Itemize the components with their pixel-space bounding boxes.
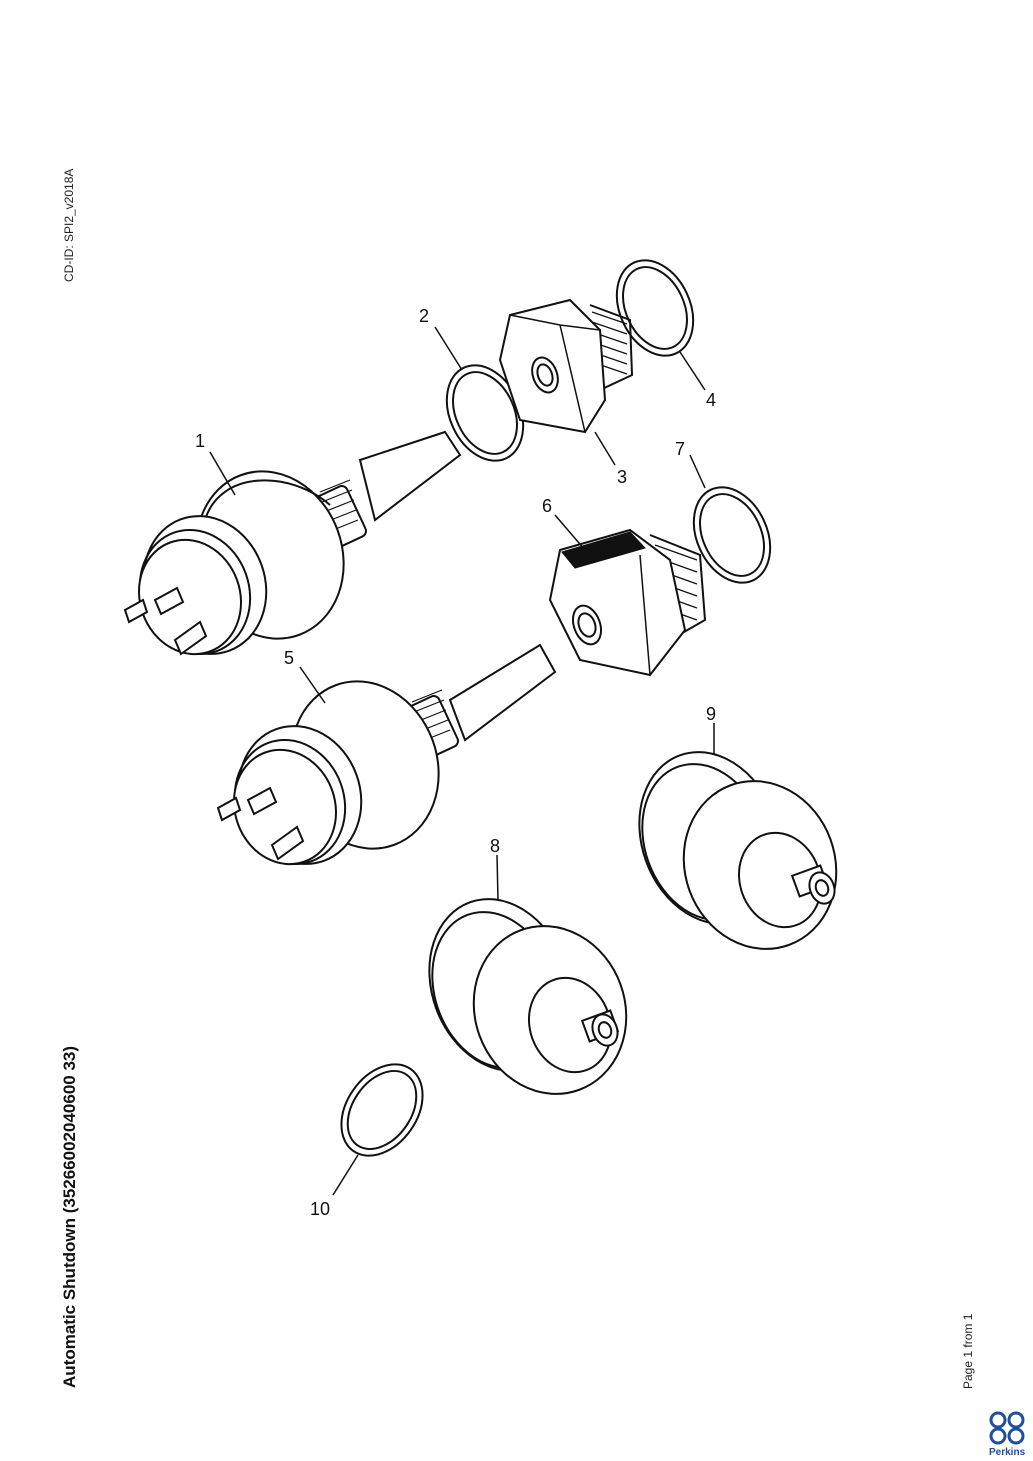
part-3-adaptor: [498, 298, 634, 434]
callout-8: 8: [490, 836, 500, 856]
part-6-adaptor: [548, 528, 707, 677]
part-8-sender: [428, 898, 628, 1095]
callout-6: 6: [542, 496, 552, 516]
part-1-switch: [123, 430, 462, 656]
part-5-switch: [216, 643, 557, 866]
part-7-o-ring: [692, 486, 772, 584]
callout-4: 4: [706, 390, 716, 410]
perkins-logo: [989, 1411, 1025, 1445]
leader-lines: [209, 326, 715, 1196]
callout-10: 10: [310, 1199, 330, 1219]
callout-9: 9: [706, 704, 716, 724]
callout-5: 5: [284, 648, 294, 668]
part-10-o-ring: [340, 1063, 424, 1157]
callout-2: 2: [419, 306, 429, 326]
callout-3: 3: [617, 467, 627, 487]
callout-7: 7: [675, 439, 685, 459]
callout-1: 1: [195, 431, 205, 451]
brand-name: Perkins: [989, 1447, 1026, 1458]
part-9-sender: [638, 751, 838, 950]
part-4-o-ring: [615, 259, 695, 357]
